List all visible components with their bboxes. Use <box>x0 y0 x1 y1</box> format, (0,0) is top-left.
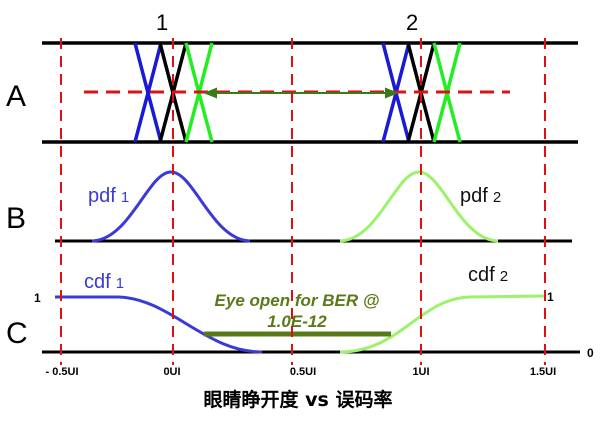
cdf2-curve <box>339 294 546 354</box>
pdf2-curve <box>339 170 499 243</box>
pdf2-label: pdf 2 <box>460 185 501 207</box>
cdf-right-one: 1 <box>547 290 554 304</box>
cdf1-sub: 1 <box>116 275 124 292</box>
eye-open-text-line2: 1.0E-12 <box>267 312 327 331</box>
cdf-left-one: 1 <box>34 291 41 305</box>
cdf1-name: cdf <box>84 271 111 293</box>
pdf1-label: pdf 1 <box>88 185 129 207</box>
cdf2-sub: 2 <box>500 268 508 285</box>
pdf1-sub: 1 <box>121 189 129 206</box>
cdf2-name: cdf <box>468 264 495 286</box>
cdf1-curve <box>55 295 263 354</box>
crossing-label-1: 1 <box>156 10 168 35</box>
tick-label-1ui: 1UI <box>412 366 429 378</box>
crossing-label-2: 2 <box>406 10 418 35</box>
tick-label-half-ui: 0.5UI <box>290 366 316 378</box>
pdf1-curve <box>91 170 251 243</box>
pdf1-name: pdf <box>88 185 116 207</box>
crossing-1-blue <box>133 42 163 143</box>
row-label-b: B <box>6 202 26 235</box>
cdf-zero: 0 <box>587 346 594 360</box>
eye-open-text-line1: Eye open for BER @ <box>215 291 380 310</box>
cdf2-label: cdf 2 <box>468 264 508 286</box>
vertical-gridlines <box>60 38 546 365</box>
tick-label-0ui: 0UI <box>163 366 180 378</box>
eye-opening-arrow <box>203 87 399 99</box>
tick-label-minus-half-ui: - 0.5UI <box>45 366 78 378</box>
x-axis-title: 眼睛睁开度 vs 误码率 <box>204 388 393 411</box>
cdf1-label: cdf 1 <box>84 271 124 293</box>
pdf2-sub: 2 <box>493 189 501 206</box>
tick-label-1-5ui: 1.5UI <box>530 366 556 378</box>
row-label-c: C <box>6 317 28 350</box>
pdf2-name: pdf <box>460 185 488 207</box>
row-label-a: A <box>6 80 26 113</box>
